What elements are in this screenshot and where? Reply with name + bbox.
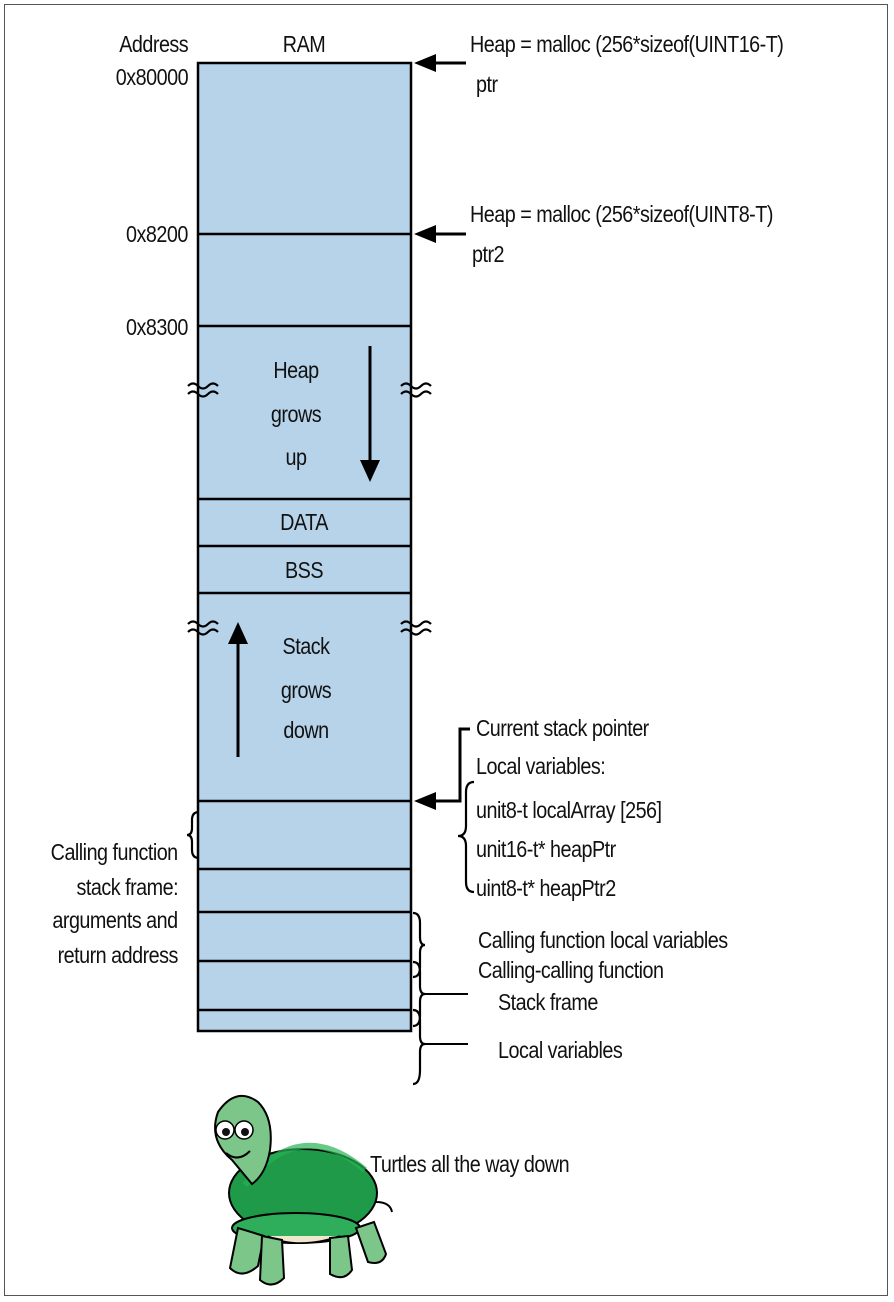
stack-grows-label-3: down	[283, 717, 329, 743]
figure-frame	[4, 4, 888, 1296]
ram-dividers	[198, 232, 411, 1012]
calling-frame-label-1: Calling function	[51, 839, 179, 865]
wavy-break-icon	[400, 620, 432, 628]
stack-frame-label: Stack frame	[498, 989, 598, 1015]
local-var-localarray: unit8-t localArray [256]	[476, 797, 662, 823]
turtles-caption: Turtles all the way down	[370, 1151, 570, 1177]
leader-lines	[425, 993, 468, 1045]
stack-grows-label-1: Stack	[282, 633, 330, 659]
heap-ptr2-arrow-icon	[414, 225, 466, 243]
wavy-break-icon	[187, 390, 219, 398]
calling-frame-label-3: arguments and	[52, 907, 179, 933]
address-header: Address	[119, 31, 188, 57]
heap-ptr-annotation: Heap = malloc (256*sizeof(UINT16-T)	[470, 31, 784, 57]
local-variables-label: Local variables	[498, 1037, 623, 1063]
bss-segment-label: BSS	[284, 557, 324, 583]
turtle-mascot	[214, 1094, 393, 1286]
local-var-heapptr: unit16-t* heapPtr	[476, 836, 616, 862]
address-0x80000: 0x80000	[115, 64, 189, 90]
stack-growth-arrow-icon	[228, 622, 248, 757]
wavy-break-icon	[400, 628, 432, 636]
current-sp-label: Current stack pointer	[476, 715, 649, 741]
stack-grows-label-2: grows	[280, 677, 332, 703]
ram-header: RAM	[282, 31, 326, 57]
heap-grows-label-2: grows	[270, 401, 322, 427]
address-0x8300: 0x8300	[126, 314, 188, 340]
wavy-break-icon	[187, 628, 219, 636]
current-sp-arrow-icon	[414, 727, 470, 810]
ptr-label: ptr	[476, 71, 498, 97]
local-vars-brace-icon	[457, 780, 475, 894]
local-vars-title: Local variables:	[476, 753, 606, 779]
calling-locals-label: Calling function local variables	[478, 927, 728, 953]
ptr2-label: ptr2	[472, 241, 505, 267]
calling-frame-brace-icon	[186, 810, 200, 860]
data-segment-label: DATA	[280, 509, 328, 535]
heap-grows-label-3: up	[285, 444, 307, 470]
heap-ptr2-annotation: Heap = malloc (256*sizeof(UINT8-T)	[470, 201, 773, 227]
calling-frame-label-2: stack frame:	[76, 874, 178, 900]
wavy-break-icon	[187, 620, 219, 628]
wavy-break-icon	[400, 390, 432, 398]
local-var-heapptr2: uint8-t* heapPtr2	[476, 875, 616, 901]
wavy-break-icon	[187, 382, 432, 636]
local-vars-bottom-brace-icon	[412, 1008, 426, 1086]
wavy-break-icon	[187, 382, 219, 390]
calling-calling-label: Calling-calling function	[478, 957, 664, 983]
wavy-break-icon	[400, 382, 432, 390]
heap-grows-label-1: Heap	[273, 357, 319, 383]
heap-growth-arrow-icon	[360, 346, 380, 482]
heap-ptr-arrow-icon	[414, 54, 466, 72]
calling-frame-label-4: return address	[57, 942, 179, 968]
address-0x8200: 0x8200	[126, 221, 188, 247]
